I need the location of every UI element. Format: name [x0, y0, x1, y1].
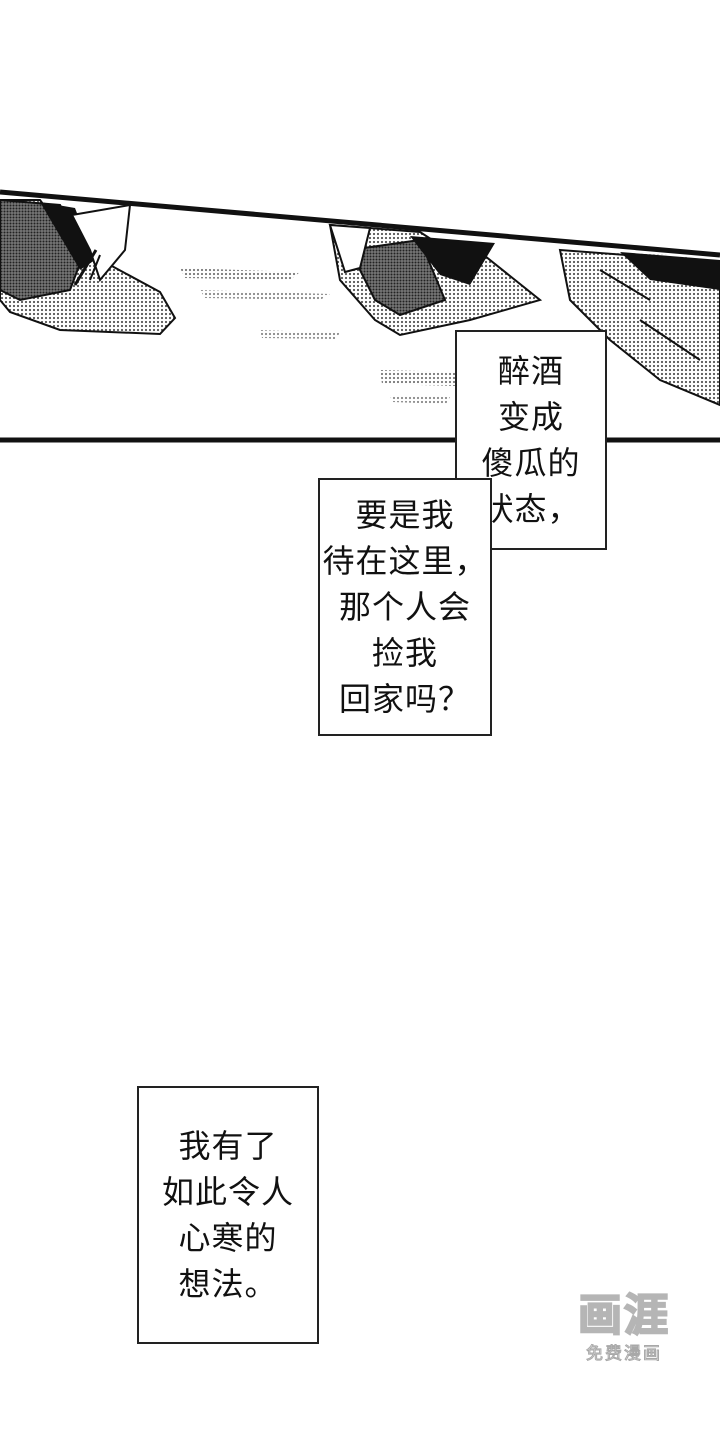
caption-box-drunk-state: 醉酒 变成 傻瓜的 状态，	[455, 330, 607, 550]
caption-line: 傻瓜的	[481, 444, 581, 482]
caption-box-chilling-thought: 我有了 如此令人 心寒的 想法。	[137, 1086, 319, 1344]
caption-line: 状态，	[481, 490, 581, 528]
watermark: 画涯 免费漫画	[564, 1289, 684, 1366]
caption-line: 捡我	[371, 634, 438, 672]
caption-line: 如此令人	[161, 1173, 294, 1211]
caption-line: 想法。	[178, 1265, 278, 1303]
comic-panel-feet	[0, 0, 720, 450]
feet-illustration	[0, 189, 720, 443]
caption-line: 回家吗？	[338, 680, 471, 718]
caption-line: 那个人会	[338, 588, 471, 626]
watermark-subtitle: 免费漫画	[586, 1344, 662, 1365]
caption-box-take-me-home: 要是我 待在这里， 那个人会 捡我 回家吗？	[318, 478, 492, 736]
caption-line: 要是我	[355, 496, 455, 534]
caption-line: 待在这里，	[322, 542, 488, 580]
watermark-logo: 画涯	[577, 1289, 670, 1342]
caption-line: 变成	[497, 398, 564, 436]
caption-line: 我有了	[178, 1127, 278, 1165]
caption-line: 醉酒	[497, 352, 564, 390]
caption-line: 心寒的	[178, 1219, 278, 1257]
